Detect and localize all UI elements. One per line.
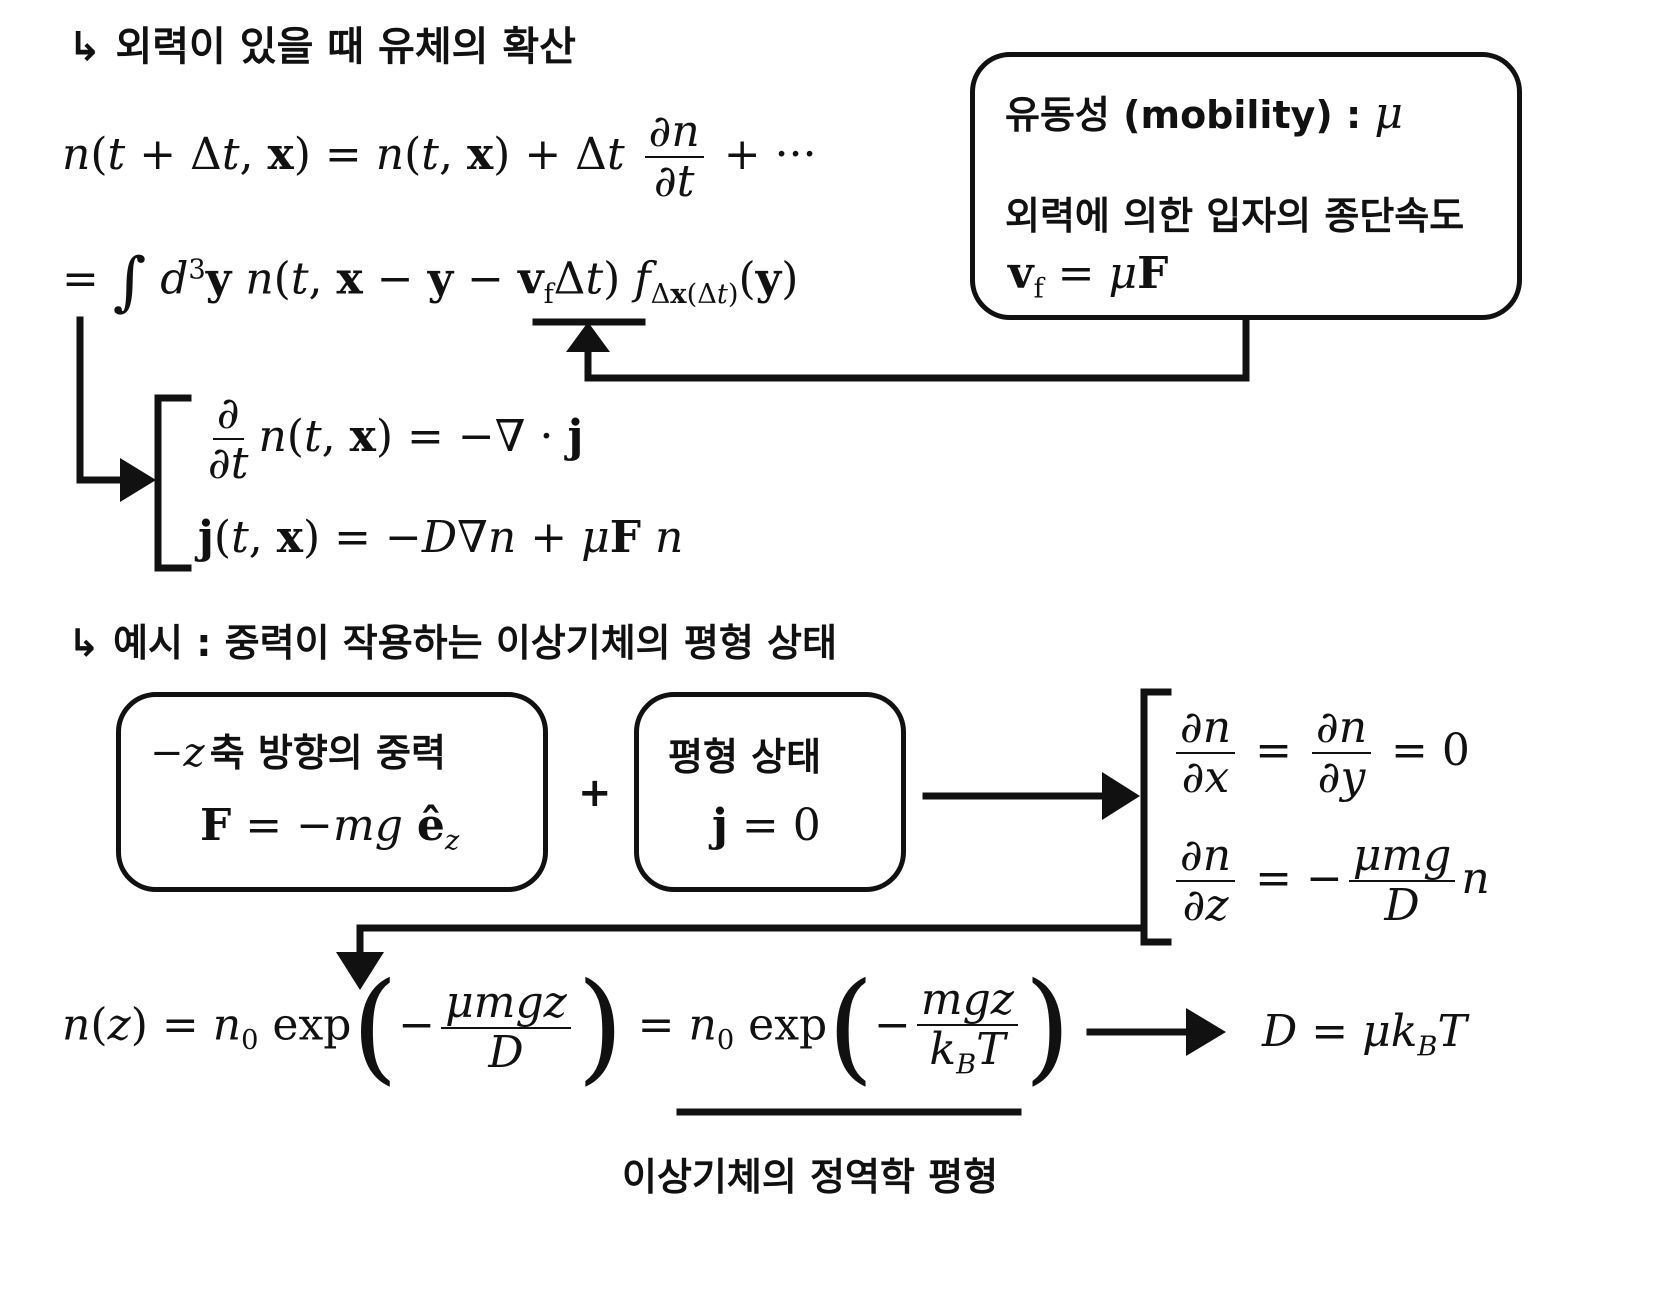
terminal-velocity-equation: vf = μF — [1008, 248, 1169, 305]
mobility-title: 유동성 (mobility) : μ — [1005, 88, 1404, 139]
arrowhead-down — [336, 952, 384, 990]
plus-sign: + — [578, 770, 612, 816]
horizontal-gradient-equation: ∂n∂x = ∂n∂y = 0 — [1170, 703, 1470, 803]
heading-1-text: 외력이 있을 때 유체의 확산 — [115, 24, 576, 70]
derivation-arrow — [76, 316, 128, 484]
heading-1: ↳ 외력이 있을 때 유체의 확산 — [68, 14, 576, 72]
arrowhead-right-1 — [120, 458, 156, 502]
to-result-arrow — [356, 924, 1148, 962]
arrowhead-right-2 — [1102, 772, 1140, 820]
caption: 이상기체의 정역학 평형 — [622, 1155, 999, 1199]
gravity-title-text: 축 방향의 중력 — [209, 731, 446, 775]
equation-integral: = ∫ d3y n(t, x − y − vfΔt) fΔx(Δt)(y) — [62, 245, 799, 319]
heading-2: ↳ 예시 : 중력이 작용하는 이상기체의 평형 상태 — [68, 612, 837, 667]
system1-bracket — [154, 394, 192, 572]
equilibrium-title: 평형 상태 — [668, 735, 822, 779]
equation-expansion: n(t + Δt, x) = n(t, x) + Δt ∂n∂t + ··· — [62, 106, 817, 208]
gravity-title: −z 축 방향의 중력 — [150, 730, 446, 776]
arrowhead-up — [566, 322, 610, 352]
mobility-arrow — [584, 316, 1250, 382]
mobility-symbol: μ — [1374, 88, 1404, 139]
einstein-relation: D = μkBT — [1262, 1006, 1467, 1063]
gravity-box — [116, 692, 548, 892]
equilibrium-box — [634, 692, 906, 892]
mobility-description: 외력에 의한 입자의 종단속도 — [1005, 194, 1465, 238]
flux-equation: j(t, x) = −D∇n + μF n — [198, 512, 684, 563]
check-mark-icon: ↳ — [68, 621, 100, 665]
gravity-equation: F = −mg êz — [200, 800, 460, 857]
heading-2-text: 예시 : 중력이 작용하는 이상기체의 평형 상태 — [113, 621, 837, 665]
system2-bracket — [1140, 688, 1172, 946]
check-mark-icon: ↳ — [68, 24, 102, 70]
equilibrium-equation: j = 0 — [712, 800, 821, 851]
arrowhead-right-3 — [1186, 1008, 1226, 1056]
